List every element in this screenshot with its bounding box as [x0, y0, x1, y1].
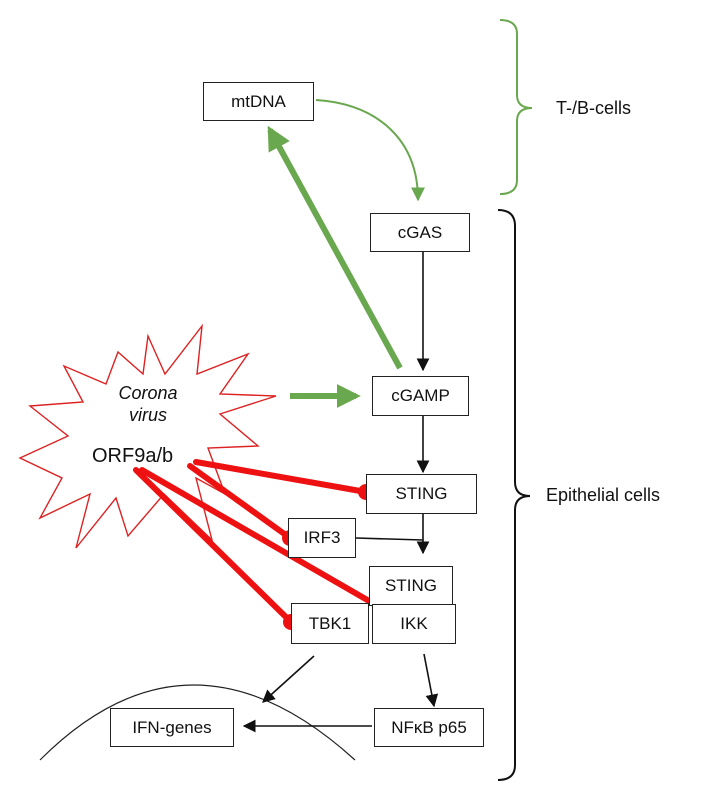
node-cgamp: cGAMP [372, 376, 469, 416]
inhibit-tbk1 [133, 467, 294, 625]
virus-label-line1: Corona [118, 383, 178, 403]
virus-label-line2: virus [128, 405, 167, 425]
epithelial-bracket [497, 209, 531, 781]
arrow-cgamp-to-mtdna [267, 125, 403, 370]
node-cgas: cGAS [370, 213, 470, 252]
virus-label: Corona virus [108, 382, 188, 426]
node-irf3: IRF3 [288, 518, 356, 558]
tb-cells-label: T-/B-cells [556, 98, 632, 118]
epithelial-cells-label: Epithelial cells [546, 485, 661, 505]
node-mtdna: mtDNA [203, 82, 314, 121]
inhibit-ikk [139, 467, 386, 612]
virus-starburst [18, 323, 277, 549]
node-nfkb-p65: NFκB p65 [374, 708, 484, 747]
node-ikk: IKK [372, 604, 456, 644]
arrow-mtdna-to-cgas [315, 99, 425, 202]
line-irf3-junction [355, 537, 424, 541]
node-tbk1: TBK1 [291, 603, 369, 644]
node-ifn-genes: IFN-genes [110, 708, 234, 747]
inhibit-sting [193, 459, 369, 495]
arrow-tbk1-to-ifn [262, 655, 315, 703]
inhibit-irf3 [187, 463, 293, 541]
node-sting-bottom: STING [369, 566, 453, 606]
node-sting-top: STING [366, 474, 477, 514]
orf9ab-label: ORF9a/b [92, 445, 174, 467]
tb-cells-bracket [499, 19, 533, 195]
inhibition-lines [133, 459, 386, 625]
arrow-ikk-to-nfkb [423, 653, 439, 708]
